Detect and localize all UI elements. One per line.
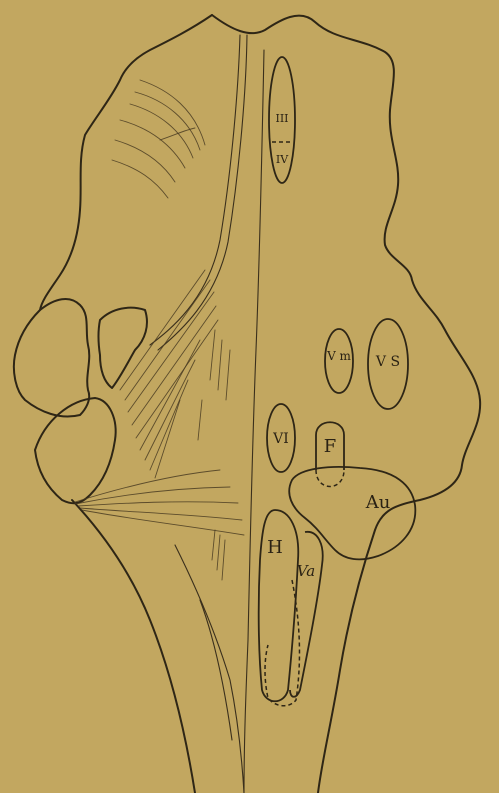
- lower-midline: [244, 640, 248, 793]
- left-lobe-lower: [35, 398, 116, 503]
- label-iv: IV: [276, 153, 289, 166]
- nucleus-au-outline: [289, 467, 415, 559]
- label-au: Au: [365, 492, 391, 513]
- nucleus-f-dashed: [316, 470, 344, 487]
- upper-fibers: [112, 80, 205, 198]
- left-lobe-inner: [99, 308, 147, 388]
- descending-tract-1: [175, 545, 244, 793]
- brainstem-outline-lower-left: [72, 500, 195, 793]
- lower-shading: [212, 530, 225, 580]
- converging-fibers: [75, 470, 244, 535]
- label-vs: V S: [375, 354, 400, 370]
- brainstem-outline: [212, 15, 480, 793]
- left-lobe-upper: [14, 299, 89, 417]
- brainstem-outline-left: [40, 15, 212, 310]
- label-vm: V m: [326, 349, 351, 363]
- label-vi: VI: [272, 431, 289, 447]
- midline-groove-2: [158, 35, 247, 350]
- midline-groove-1: [150, 35, 240, 345]
- label-f: F: [324, 436, 337, 457]
- label-va: Va: [297, 562, 315, 580]
- midline-sulcus: [248, 50, 264, 640]
- shaded-region: [120, 270, 230, 478]
- label-h: H: [267, 537, 283, 558]
- nucleus-va-dashed: [265, 580, 299, 706]
- label-iii: III: [275, 112, 288, 125]
